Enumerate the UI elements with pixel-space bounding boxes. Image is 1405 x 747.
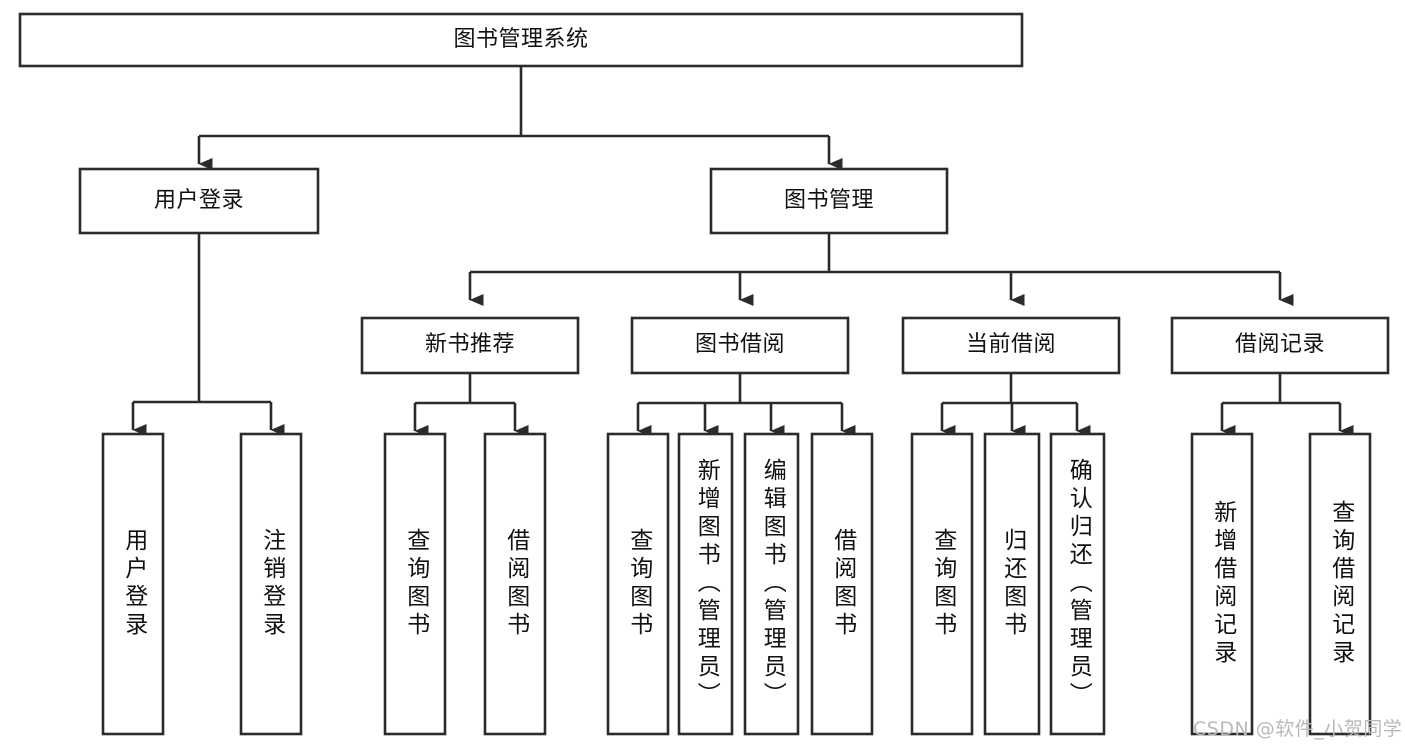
level3-box-1[interactable] [630, 316, 850, 375]
level2-box-0[interactable] [78, 167, 320, 235]
level3-box-3[interactable] [1170, 316, 1390, 375]
level3-box-2[interactable] [901, 316, 1121, 375]
leaf-box-5[interactable] [677, 432, 734, 736]
leaf-box-10[interactable] [1049, 432, 1106, 736]
leaf-box-1[interactable] [239, 432, 303, 736]
leaf-box-11[interactable] [1190, 432, 1254, 736]
leaf-box-8[interactable] [910, 432, 974, 736]
leaf-box-3[interactable] [483, 432, 547, 736]
leaf-box-7[interactable] [810, 432, 874, 736]
connector-layer [131, 66, 1354, 437]
leaf-box-2[interactable] [383, 432, 447, 736]
root-box-0[interactable] [18, 12, 1024, 68]
leaf-box-12[interactable] [1308, 432, 1372, 736]
leaf-box-6[interactable] [743, 432, 800, 736]
leaf-box-9[interactable] [983, 432, 1041, 736]
leaf-box-4[interactable] [606, 432, 670, 736]
level3-box-0[interactable] [360, 316, 580, 375]
watermark-text: CSDN @软件_小贺同学 [1193, 718, 1403, 740]
leaf-box-0[interactable] [101, 432, 165, 736]
level2-box-1[interactable] [709, 167, 949, 235]
node-box-layer [18, 12, 1390, 736]
